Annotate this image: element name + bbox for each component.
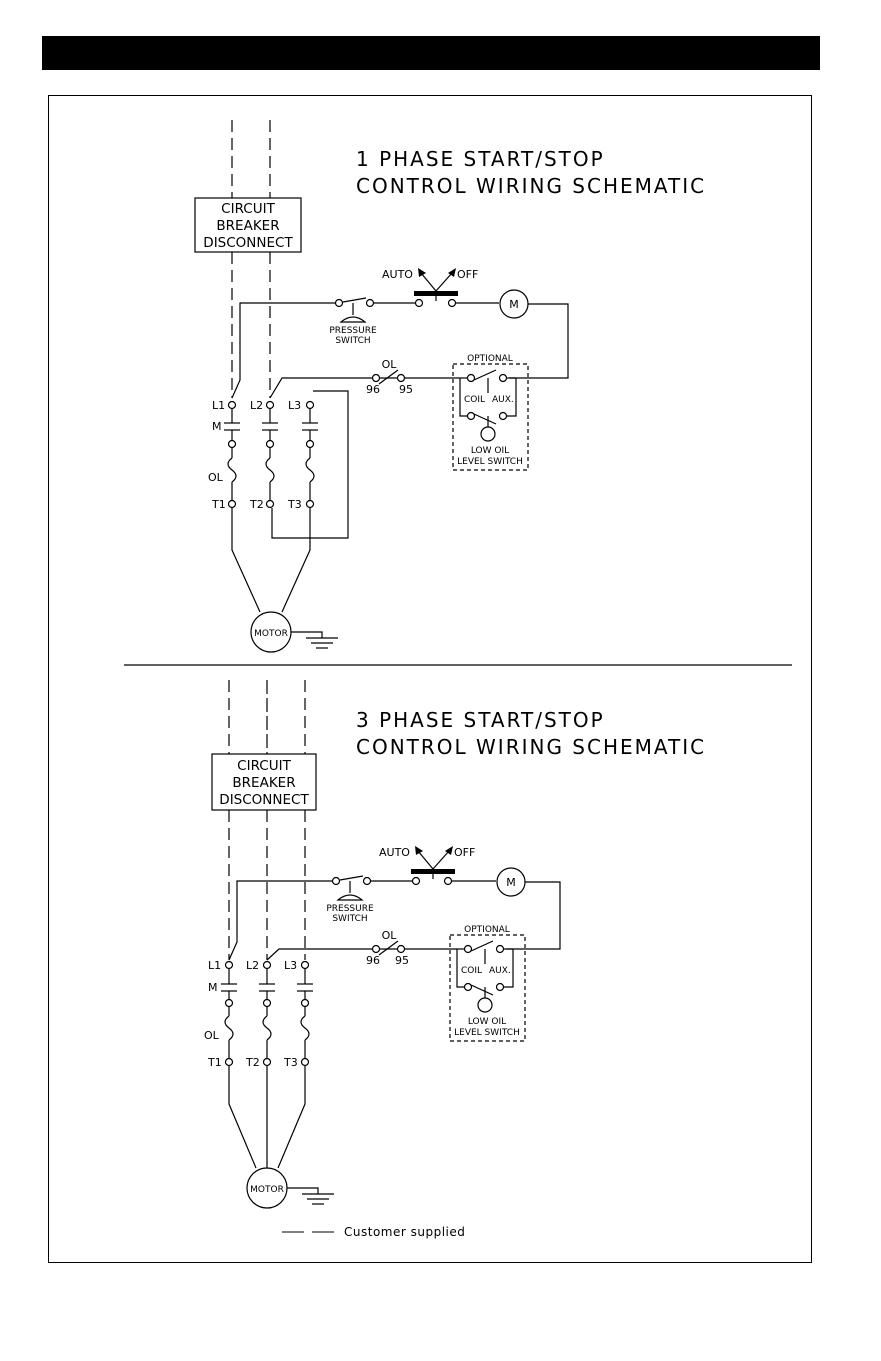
ol-label-1: OL: [208, 471, 224, 484]
coil-label-3: COIL: [461, 966, 482, 976]
phase-column-1-l2: [262, 400, 278, 509]
ol-95-3: 95: [395, 954, 409, 967]
breaker-3-line3: DISCONNECT: [219, 792, 309, 808]
motor-3-label: MOTOR: [250, 1185, 284, 1195]
low-oil-1-line1: LOW OIL: [471, 446, 509, 456]
t3-label-3: T3: [283, 1056, 298, 1069]
title-1-line1: 1 PHASE START/STOP: [356, 147, 605, 171]
title-3-line1: 3 PHASE START/STOP: [356, 708, 605, 732]
l3-label-3: L3: [284, 959, 297, 972]
pressure-switch-3-line1: PRESSURE: [326, 904, 374, 914]
t2-label-3: T2: [245, 1056, 260, 1069]
phase-column-3-l3: [297, 960, 313, 1067]
coil-label-1: COIL: [464, 395, 485, 405]
optional-box-3: [449, 934, 526, 1042]
schematic-1-phase: 1 PHASE START/STOP CONTROL WIRING SCHEMA…: [194, 120, 706, 653]
l3-label-1: L3: [288, 399, 301, 412]
legend: Customer supplied: [282, 1225, 465, 1239]
t1-label-1: T1: [211, 498, 226, 511]
ol-aux-3-label: OL: [382, 929, 398, 942]
pressure-switch-3-line2: SWITCH: [332, 914, 367, 924]
optional-label-1: OPTIONAL: [467, 354, 513, 364]
motor-1-label: MOTOR: [254, 629, 288, 639]
optional-box-1: [452, 363, 529, 471]
ol-label-3: OL: [204, 1029, 220, 1042]
breaker-1-line3: DISCONNECT: [203, 235, 293, 251]
aux-label-3: AUX.: [489, 966, 511, 976]
low-oil-1-line2: LEVEL SWITCH: [457, 457, 523, 467]
ol-95-1: 95: [399, 383, 413, 396]
l1-label-3: L1: [208, 959, 221, 972]
header-bar: [42, 36, 820, 70]
auto-label-1: AUTO: [382, 268, 413, 281]
l2-label-1: L2: [250, 399, 263, 412]
l2-label-3: L2: [246, 959, 259, 972]
ol-aux-1-label: OL: [382, 358, 398, 371]
off-label-3: OFF: [454, 846, 475, 859]
title-3-line2: CONTROL WIRING SCHEMATIC: [356, 735, 706, 759]
breaker-box-1: [194, 197, 302, 253]
phase-column-1-l3: [302, 400, 318, 509]
optional-label-3: OPTIONAL: [464, 925, 510, 935]
phase-column-3-l2: [259, 960, 275, 1067]
phase-column-3-l1: [221, 960, 237, 1067]
breaker-box-3: [211, 753, 317, 811]
schematic-3-phase: 3 PHASE START/STOP CONTROL WIRING SCHEMA…: [204, 680, 706, 1209]
aux-label-1: AUX.: [492, 395, 514, 405]
breaker-1-line2: BREAKER: [216, 218, 279, 234]
low-oil-3-line1: LOW OIL: [468, 1017, 506, 1027]
auto-label-3: AUTO: [379, 846, 410, 859]
diagram-frame: [48, 95, 812, 1263]
title-1-line2: CONTROL WIRING SCHEMATIC: [356, 174, 706, 198]
t3-label-1: T3: [287, 498, 302, 511]
m-label-1: M: [212, 420, 222, 433]
breaker-1-line1: CIRCUIT: [221, 201, 275, 217]
breaker-3-line1: CIRCUIT: [237, 758, 291, 774]
ol-96-3: 96: [366, 954, 380, 967]
breaker-3-line2: BREAKER: [232, 775, 295, 791]
legend-customer-supplied: Customer supplied: [344, 1225, 465, 1239]
t2-label-1: T2: [249, 498, 264, 511]
low-oil-3-line2: LEVEL SWITCH: [454, 1028, 520, 1038]
pressure-switch-1-line2: SWITCH: [335, 336, 370, 346]
off-label-1: OFF: [457, 268, 478, 281]
pressure-switch-1-line1: PRESSURE: [329, 326, 377, 336]
m-coil-1-label: M: [509, 298, 519, 311]
l1-label-1: L1: [212, 399, 225, 412]
phase-column-1-l1: [224, 400, 240, 509]
m-label-3: M: [208, 981, 218, 994]
ol-96-1: 96: [366, 383, 380, 396]
t1-label-3: T1: [207, 1056, 222, 1069]
m-coil-3-label: M: [506, 876, 516, 889]
